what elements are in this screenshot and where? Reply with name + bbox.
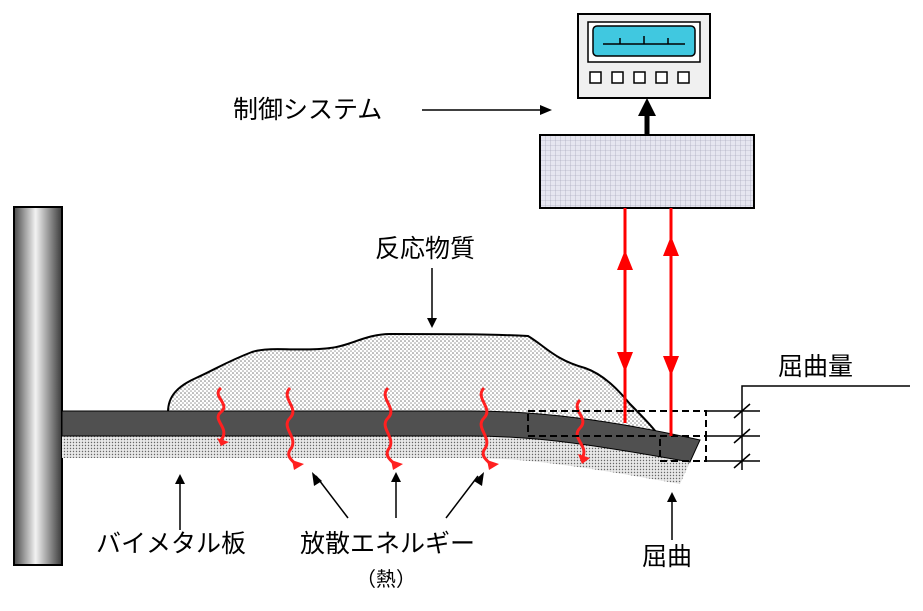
bending-amount-label: 屈曲量 [778,352,854,381]
heat-wave-5 [575,398,586,459]
bending-dimension [706,385,910,470]
laser-beams [623,208,673,436]
bending-label: 屈曲 [642,542,693,571]
reactant-label: 反応物質 [375,234,476,263]
meter-icon [577,13,711,99]
control-system-label: 制御システム [233,95,383,124]
reactant-blob [166,332,659,434]
arrow-energy-1 [315,475,349,519]
heat-wave-4 [479,386,493,467]
heat-wave-2 [285,386,298,467]
arrow-energy-3 [445,475,479,519]
displacement-box [659,435,707,462]
wall-post-icon [13,206,63,566]
reference-box [527,410,707,437]
bimetal-label: バイメタル板 [96,529,247,558]
label-arrowheads [175,105,677,502]
heat-wave-3 [383,386,397,467]
heat-wave-tips [217,438,590,470]
laser-arrowheads [617,236,679,376]
signal-arrow-head [638,98,656,116]
heat-label: （熱） [356,567,416,591]
heat-wave-1 [216,386,226,441]
label-arrows [179,109,673,540]
bimetal-lower-layer [62,436,690,484]
dissipated-energy-label: 放散エネルギー [300,529,476,558]
heat-waves [216,386,586,467]
control-box [539,134,755,209]
